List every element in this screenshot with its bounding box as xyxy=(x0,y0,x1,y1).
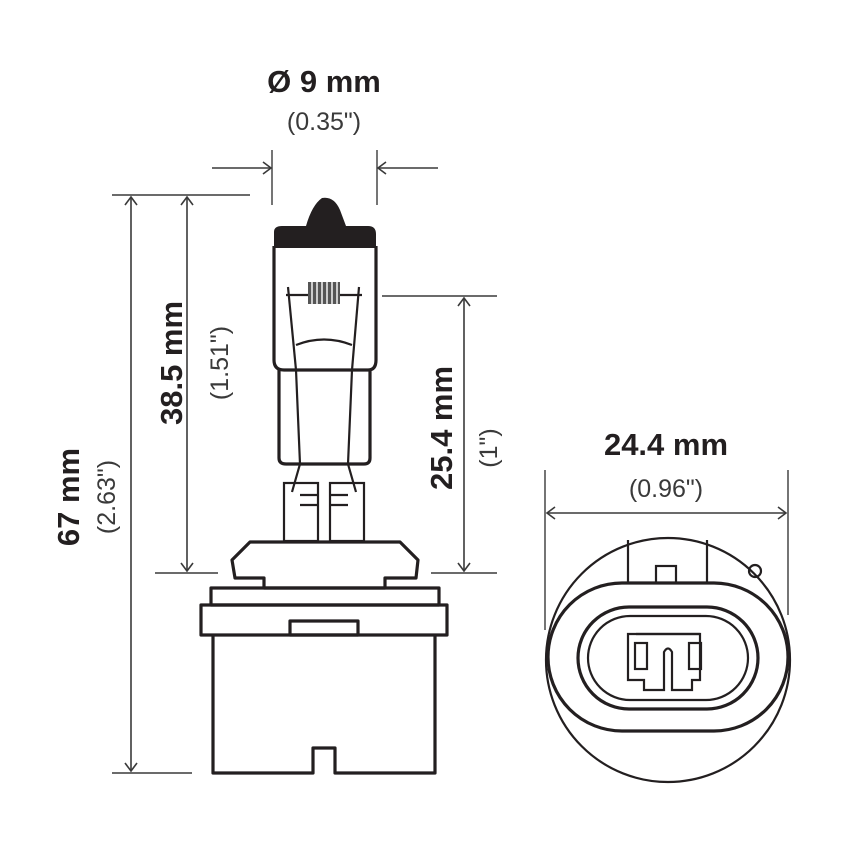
base-width-label: 24.4 mm xyxy=(604,427,728,462)
dimension-diameter: Ø 9 mm (0.35") xyxy=(212,64,438,205)
base-key-slot xyxy=(288,619,360,637)
base-body xyxy=(211,635,437,775)
overall-height-imperial: (2.63") xyxy=(93,460,121,534)
base-end-view: 24.4 mm (0.96") xyxy=(544,427,792,784)
filament xyxy=(286,282,362,371)
light-center-imperial: (1") xyxy=(475,428,503,467)
terminals xyxy=(282,481,366,543)
connector-outer-shell xyxy=(546,581,790,733)
glass-height-imperial: (1.51") xyxy=(206,326,234,400)
base-notch-dot xyxy=(747,563,763,579)
diameter-label: Ø 9 mm xyxy=(267,64,381,99)
base-outer-circle xyxy=(544,536,792,784)
overall-height-label: 67 mm xyxy=(51,448,86,546)
bulb-stem xyxy=(277,370,372,466)
bulb-tip-cap xyxy=(274,197,376,248)
light-center-label: 25.4 mm xyxy=(424,366,459,490)
connector-pins xyxy=(626,632,703,692)
glass-height-label: 38.5 mm xyxy=(154,301,189,425)
glass-capsule xyxy=(272,246,378,372)
dimension-light-center: 25.4 mm (1") xyxy=(382,295,503,574)
bulb-side-view xyxy=(199,197,449,775)
base-flange xyxy=(230,540,420,590)
base-width-imperial: (0.96") xyxy=(629,475,703,503)
base-top-tab xyxy=(626,540,709,583)
diameter-imperial: (0.35") xyxy=(287,108,361,136)
base-rim-upper xyxy=(209,586,441,607)
dimension-overall-height: 67 mm (2.63") xyxy=(51,194,250,774)
connector-inner-shell xyxy=(576,605,760,711)
dimension-glass-height: 38.5 mm (1.51") xyxy=(154,195,234,574)
